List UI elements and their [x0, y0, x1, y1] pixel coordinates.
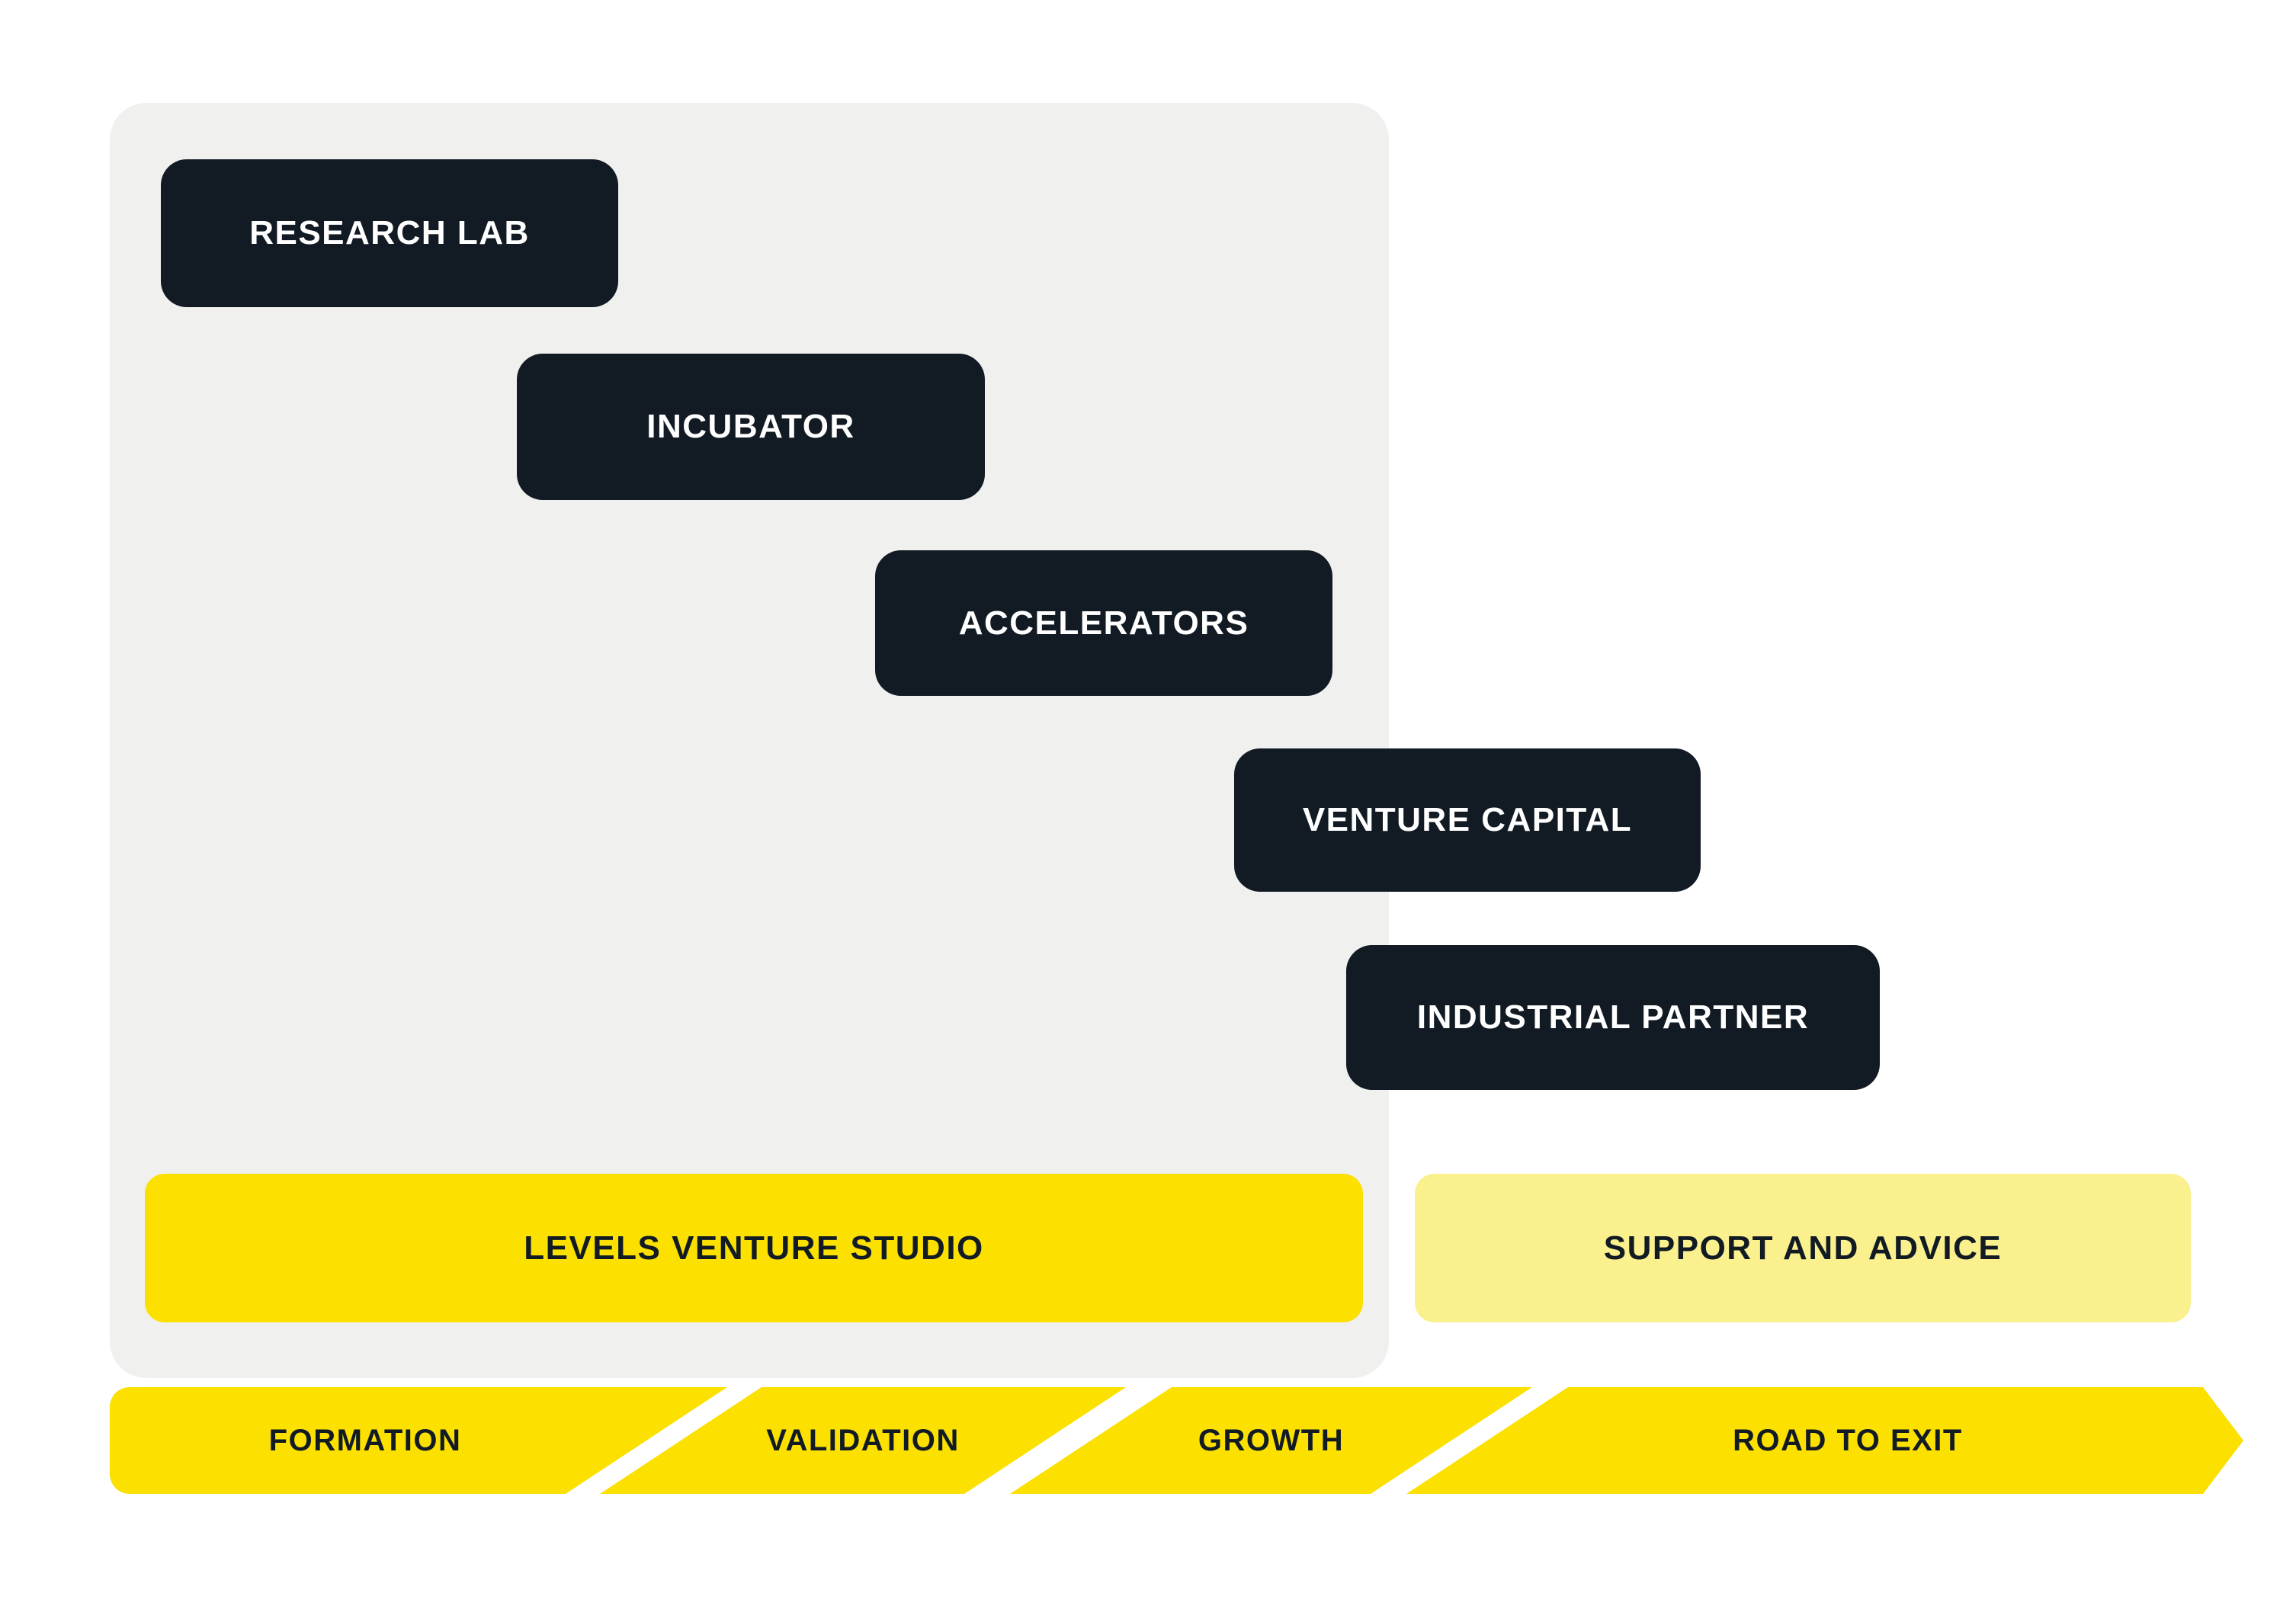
accelerators-label: ACCELERATORS [958, 604, 1249, 642]
growth-label: GROWTH [1198, 1423, 1345, 1457]
box-accelerators: ACCELERATORS [875, 550, 1332, 696]
research-lab-label: RESEARCH LAB [249, 214, 530, 252]
box-incubator: INCUBATOR [517, 354, 985, 500]
validation-label: VALIDATION [766, 1423, 960, 1457]
support-and-advice-band: SUPPORT AND ADVICE [1415, 1174, 2191, 1322]
levels-venture-studio-band: LEVELS VENTURE STUDIO [145, 1174, 1363, 1322]
box-research-lab: RESEARCH LAB [161, 159, 618, 307]
studio-background-panel [110, 103, 1389, 1378]
levels-venture-studio-label: LEVELS VENTURE STUDIO [524, 1229, 984, 1267]
venture-capital-label: VENTURE CAPITAL [1302, 801, 1633, 838]
box-industrial-partner: INDUSTRIAL PARTNER [1346, 945, 1880, 1090]
support-and-advice-label: SUPPORT AND ADVICE [1603, 1229, 2003, 1267]
road-to-exit-label: ROAD TO EXIT [1733, 1423, 1963, 1457]
incubator-label: INCUBATOR [646, 408, 855, 445]
formation-label: FORMATION [268, 1423, 462, 1457]
industrial-partner-label: INDUSTRIAL PARTNER [1416, 998, 1810, 1036]
box-venture-capital: VENTURE CAPITAL [1234, 748, 1701, 892]
stage-road-to-exit: ROAD TO EXIT [1406, 1387, 2243, 1494]
